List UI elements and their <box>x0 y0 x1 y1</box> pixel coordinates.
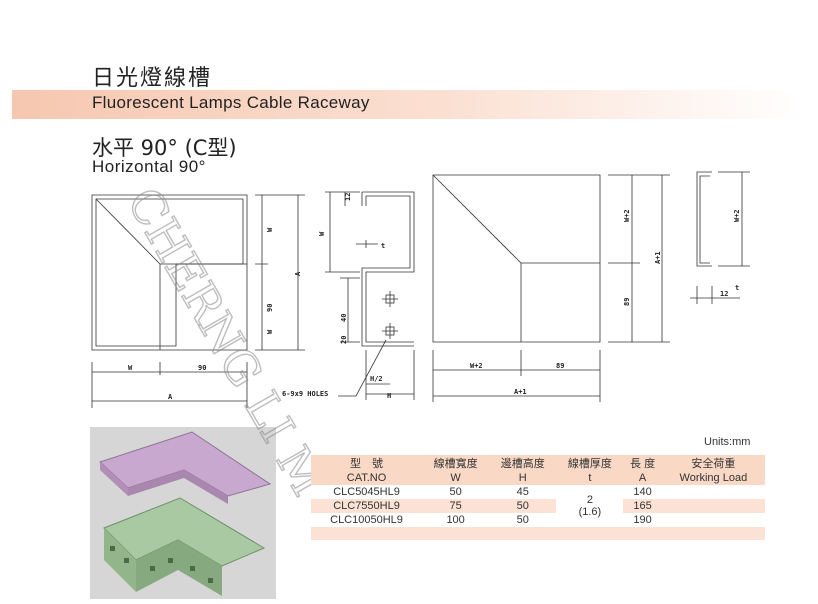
holes-label: 6-9x9 HOLES <box>282 390 328 398</box>
title-chinese: 日光燈線槽 <box>92 66 213 91</box>
dim-20: 20 <box>340 336 348 344</box>
cell-a: 190 <box>633 514 652 526</box>
dim-w2-small: W+2 <box>733 209 741 222</box>
header-load-cn: 安全荷重 <box>691 458 736 470</box>
cell-load <box>662 513 765 527</box>
dim-a1-vert: A+1 <box>654 251 662 264</box>
cell-h: 50 <box>516 500 529 512</box>
title-band <box>12 90 802 119</box>
units-label: Units:mm <box>704 436 751 448</box>
cell-w: 100 <box>446 514 465 526</box>
dim-t: t <box>381 242 385 250</box>
dim-90-vert: 90 <box>266 304 274 312</box>
side-profile-drawing <box>325 191 415 400</box>
title-english: Fluorescent Lamps Cable Raceway <box>92 93 370 112</box>
dim-12: 12 <box>344 193 352 201</box>
subtitle-chinese: 水平 90° (C型) <box>92 136 237 160</box>
cell-a: 165 <box>633 500 652 512</box>
table-header-en: CAT.NO W H t A Working Load <box>311 471 765 485</box>
header-load-en: Working Load <box>679 472 748 484</box>
dim-w-side: W <box>318 231 326 236</box>
dim-12-small: 12 <box>720 290 728 298</box>
dim-90-horiz: 90 <box>198 364 206 372</box>
table-header-cn: 型 號 線槽寬度 邊槽高度 線槽厚度 長 度 安全荷重 <box>311 455 765 471</box>
dim-w: W <box>266 227 274 232</box>
thickness-alt: (1.6) <box>578 506 602 518</box>
header-w-en: W <box>450 472 461 484</box>
dim-89-vert: 89 <box>623 298 631 306</box>
cell-h: 50 <box>516 514 529 526</box>
dim-w2-horiz: W+2 <box>470 362 483 370</box>
top-view-drawing <box>91 194 305 408</box>
dim-h-half: H/2 <box>370 375 383 383</box>
dim-h: H <box>387 392 391 400</box>
cell-load <box>662 485 765 499</box>
header-a-en: A <box>638 472 647 484</box>
header-cat-en: CAT.NO <box>346 472 387 484</box>
header-a-cn: 長 度 <box>630 458 656 470</box>
dim-40: 40 <box>340 314 348 322</box>
cell-w: 50 <box>449 486 462 498</box>
header-h-cn: 邊槽高度 <box>500 458 545 470</box>
table-row: CLC7550HL9 75 50 165 <box>311 499 765 513</box>
thickness-value: 2 <box>586 494 593 506</box>
header-w-cn: 線槽寬度 <box>433 458 478 470</box>
small-profile-drawing <box>690 171 750 304</box>
cell-w: 75 <box>449 500 462 512</box>
table-row: CLC5045HL9 50 45 2 (1.6) 140 <box>311 485 765 518</box>
cell-a: 140 <box>633 486 652 498</box>
dim-a1-horiz: A+1 <box>514 388 527 396</box>
table-row-empty <box>311 527 765 540</box>
cell-h: 45 <box>516 486 529 498</box>
dim-w2-vert: W+2 <box>623 209 631 222</box>
top-view-dims-drawing <box>432 174 670 402</box>
header-t-en: t <box>588 472 592 484</box>
dim-w-1: W <box>266 329 274 334</box>
cell-cat: CLC5045HL9 <box>333 486 400 498</box>
dim-89-horiz: 89 <box>556 362 564 370</box>
subtitle-english: Horizontal 90° <box>92 157 206 176</box>
dim-a-vert: A <box>294 271 302 276</box>
product-render <box>90 427 276 599</box>
header-t-cn: 線槽厚度 <box>567 458 612 470</box>
dim-a-horiz: A <box>168 393 173 401</box>
cell-load <box>662 499 765 513</box>
cell-cat: CLC7550HL9 <box>333 500 400 512</box>
table-row: CLC10050HL9 100 50 190 <box>311 513 765 527</box>
header-h-en: H <box>518 472 527 484</box>
header-cat-cn: 型 號 <box>350 458 384 470</box>
dim-w-horiz: W <box>128 364 133 372</box>
dim-t-small: t <box>735 284 739 292</box>
cell-thickness: 2 (1.6) <box>556 485 623 527</box>
spec-table: 型 號 線槽寬度 邊槽高度 線槽厚度 長 度 安全荷重 CAT.NO W H t… <box>311 455 765 540</box>
cell-cat: CLC10050HL9 <box>330 514 403 526</box>
